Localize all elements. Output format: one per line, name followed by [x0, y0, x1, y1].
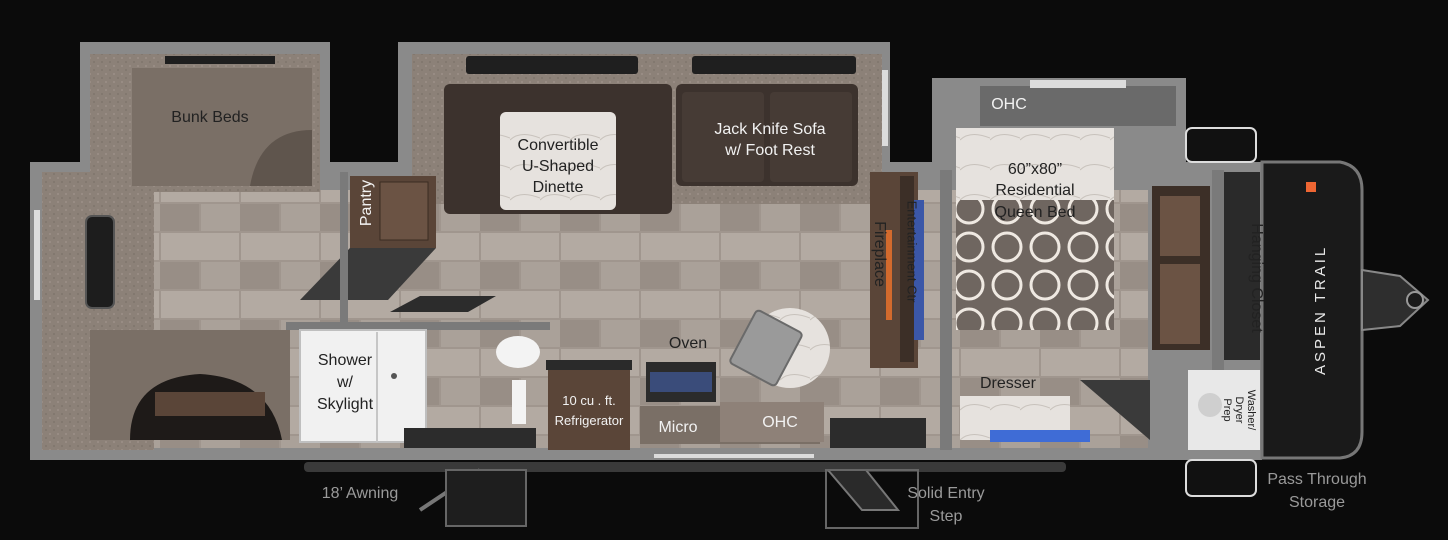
storage-label-1: Pass Through	[1267, 471, 1367, 488]
sofa-label-2: w/ Foot Rest	[725, 142, 815, 159]
jack-knife-sofa	[676, 56, 888, 186]
fridge-label-2: Refrigerator	[554, 413, 624, 428]
bunk-beds-label: Bunk Beds	[171, 109, 249, 126]
dinette-label-2: U-Shaped	[521, 158, 595, 175]
entry-step-label-1: Solid Entry	[907, 485, 985, 502]
refrigerator	[546, 360, 632, 450]
bedroom-ohc-label: OHC	[991, 96, 1027, 113]
bathroom-fixtures	[404, 336, 540, 448]
bed-label-1: 60”x80”	[1007, 161, 1063, 178]
kitchen	[640, 308, 926, 448]
shower-label-1: Shower	[317, 352, 373, 369]
dinette	[444, 56, 672, 214]
washer-label-1: Washer/	[1245, 389, 1257, 431]
exterior-features	[304, 454, 1066, 529]
oven-label: Oven	[668, 335, 708, 352]
dinette-label-1: Convertible	[517, 137, 599, 154]
fireplace-label: Fireplace	[871, 221, 888, 287]
hanging-closet-label: Hanging Closet	[1248, 223, 1265, 333]
sofa-label-1: Jack Knife Sofa	[714, 121, 826, 138]
awning-label: 18’ Awning	[321, 485, 399, 502]
bunk-beds	[34, 56, 312, 440]
washer-label-2: Dryer	[1233, 396, 1245, 424]
bed-label-2: Residential	[995, 182, 1075, 199]
shower-label-2: w/	[337, 374, 353, 391]
closet-washer	[1185, 127, 1260, 497]
entertainment-label: Entertainment Ctr	[904, 200, 920, 303]
dresser-label: Dresser	[979, 375, 1036, 392]
brand-logo: ASPEN TRAIL	[1312, 244, 1329, 375]
pantry-label: Pantry	[358, 179, 375, 227]
kitchen-ohc-label: OHC	[762, 414, 798, 431]
entertainment-center	[870, 172, 924, 368]
bed-label-3: Queen Bed	[994, 204, 1076, 221]
front-cap	[1260, 160, 1430, 460]
bedroom	[956, 80, 1210, 442]
storage-label-2: Storage	[1288, 494, 1346, 511]
shower-label-3: Skylight	[316, 396, 374, 413]
entry-step-label-2: Step	[929, 508, 963, 525]
micro-label: Micro	[658, 419, 698, 436]
shower	[299, 329, 427, 443]
dinette-label-3: Dinette	[532, 179, 584, 196]
washer-label-3: Prep	[1221, 398, 1233, 422]
pantry-cabinet	[300, 176, 496, 312]
fridge-label-1: 10 cu . ft.	[562, 393, 616, 408]
